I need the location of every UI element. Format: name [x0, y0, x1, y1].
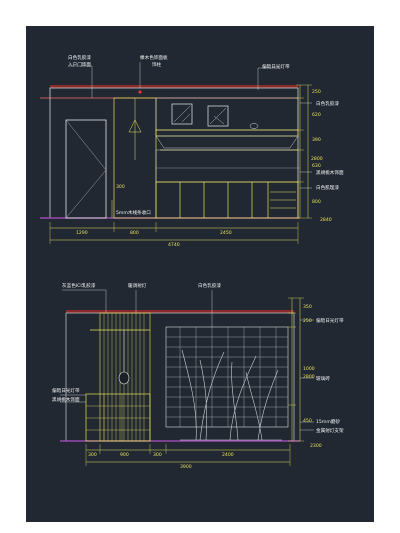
a-dim-r-5: 800	[312, 199, 321, 205]
a-note-left-1: 白色乳胶漆	[68, 54, 91, 61]
b-dim-b-2: 300	[153, 452, 162, 458]
a-dim-b-1: 800	[130, 230, 139, 236]
vase	[249, 123, 259, 129]
elevation-a	[40, 62, 312, 244]
a-dim-b-2: 2450	[220, 230, 232, 236]
a-note-right-3: 黑胡桃木饰面	[316, 169, 344, 176]
a-note-top-2: 饰柱	[152, 61, 162, 68]
hanging-lamp	[118, 371, 130, 385]
b-dim-r-4: 450	[303, 418, 312, 424]
b-dim-r-0: 350	[303, 304, 312, 310]
b-note-top-right: 白色乳胶漆	[198, 282, 221, 289]
b-note-right-4: 金属射灯支架	[316, 427, 344, 434]
picture-frame-1	[171, 103, 193, 125]
lower-cabinet-a	[155, 181, 299, 219]
entry-door	[65, 119, 107, 219]
b-dim-r-1: 250	[303, 318, 312, 324]
a-dim-r-6: 2840	[320, 217, 332, 223]
upper-wall-a	[155, 97, 299, 131]
pendant-lamp	[128, 119, 142, 133]
low-cabinet-b	[85, 393, 151, 442]
shelf-a	[155, 129, 299, 137]
door-swing-2	[65, 169, 107, 219]
b-note-left-1: 偏暗日光灯带	[52, 387, 80, 394]
picture-frame-2	[207, 105, 229, 127]
a-note-left-2: 入户门饰面	[68, 61, 91, 68]
a-dim-r-1: 620	[312, 112, 321, 118]
b-note-top-center: 暖调射灯	[128, 282, 147, 289]
a-dim-r-4: 630	[312, 163, 321, 169]
b-dim-b-1: 900	[120, 452, 129, 458]
a-dim-b-0: 1290	[76, 230, 88, 236]
ceiling-band-a	[50, 85, 298, 88]
a-note-right-4: 白色肌理漆	[316, 184, 339, 191]
b-note-right-2: 玻璃砖	[316, 375, 330, 382]
b-dim-r-2: 1000	[303, 366, 315, 372]
a-note-right-1: 偏暗日光灯带	[262, 63, 290, 70]
a-note-top-1: 橡木色饰面板	[140, 54, 168, 61]
a-dim-r-3: 2800	[311, 156, 323, 162]
elevation-b	[60, 289, 314, 466]
reed-plants	[181, 349, 279, 441]
a-note-right-2: 白色乳胶漆	[316, 100, 339, 107]
drawing-sheet: 白色乳胶漆 入户门饰面 橡木色饰面板 饰柱 偏暗日光灯带 白色乳胶漆 黑胡桃木饰…	[26, 26, 374, 522]
a-bottom-label: 5mm木线条收口	[116, 209, 151, 216]
b-dim-b-0: 300	[88, 452, 97, 458]
ceiling-band-b	[66, 310, 294, 313]
a-dim-r-0: 250	[312, 89, 321, 95]
b-dim-r-5: 2300	[310, 443, 322, 449]
b-note-left-2: 黑胡桃木饰面	[52, 396, 80, 403]
b-note-top-left: 灰蓝色ICI乳胶漆	[62, 282, 96, 289]
b-note-right-1: 偏暗日光灯带	[316, 317, 344, 324]
a-dim-total: 4740	[168, 242, 180, 248]
door-swing-1	[65, 119, 107, 171]
niche-a	[155, 149, 299, 183]
b-note-right-3: 15mm磨砂	[316, 418, 340, 425]
wall-outline-a	[49, 87, 299, 219]
b-dim-b-3: 2400	[222, 452, 234, 458]
a-dim-r-2: 390	[312, 137, 321, 143]
b-dim-r-3: 2800	[303, 374, 315, 380]
b-dim-total: 3900	[180, 464, 192, 470]
a-mid-number: 300	[116, 184, 125, 190]
